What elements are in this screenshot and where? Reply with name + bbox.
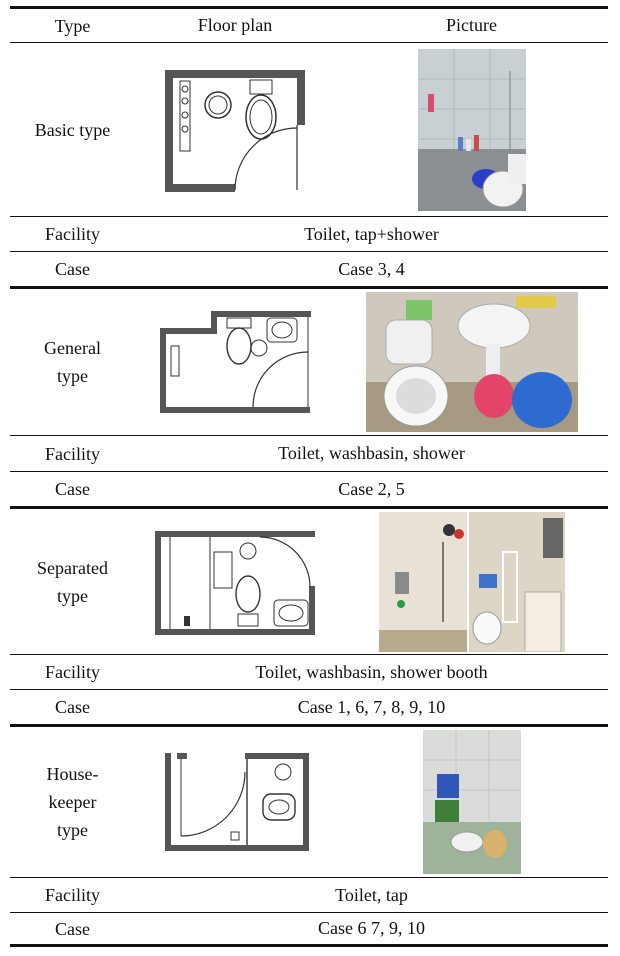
floor-plan-general — [135, 306, 335, 418]
type-label: Separated type — [10, 554, 135, 610]
facility-value: Toilet, washbasin, shower — [278, 443, 465, 463]
case-value: Case 2, 5 — [338, 478, 405, 499]
case-label: Case — [55, 918, 90, 939]
header-type: Type — [54, 15, 91, 36]
photo-basic — [335, 48, 608, 211]
header-picture: Picture — [446, 15, 497, 35]
table-row-general: General type — [10, 286, 608, 435]
case-value: Case 1, 6, 7, 8, 9, 10 — [297, 696, 446, 717]
table-row-facility: Facility Toilet, washbasin, shower booth — [10, 654, 608, 689]
floor-plan-drawing — [165, 753, 309, 851]
type-label: House- keeper type — [10, 760, 135, 844]
type-label-line: Separated — [37, 557, 108, 578]
case-label: Case — [55, 479, 90, 499]
table-row-case: Case Case 1, 6, 7, 8, 9, 10 — [10, 689, 608, 724]
photo-housekeeper — [335, 730, 608, 874]
floor-plan-housekeeper — [135, 748, 335, 856]
case-value: Case 6 7, 9, 10 — [318, 918, 425, 938]
table-row-facility: Facility Toilet, tap — [10, 877, 608, 912]
facility-label: Facility — [45, 885, 100, 905]
bathroom-photo — [365, 292, 578, 432]
table-row-facility: Facility Toilet, washbasin, shower — [10, 435, 608, 471]
type-label-line: General — [44, 338, 101, 358]
bathroom-type-table: Type Floor plan Picture Basic type — [10, 6, 608, 947]
table-header: Type Floor plan Picture — [10, 6, 608, 42]
type-label: General type — [10, 334, 135, 390]
floor-plan-drawing — [160, 311, 311, 413]
photo-separated — [335, 511, 608, 652]
table-row-facility: Facility Toilet, tap+shower — [10, 216, 608, 251]
facility-label: Facility — [45, 443, 100, 464]
case-label: Case — [55, 259, 90, 279]
floor-plan-separated — [135, 526, 335, 638]
type-label-line: Basic type — [34, 119, 111, 140]
bathroom-photo — [378, 511, 565, 652]
type-label-line: type — [57, 820, 88, 840]
type-label: Basic type — [10, 116, 135, 144]
case-label: Case — [55, 697, 90, 717]
table-row-case: Case Case 2, 5 — [10, 471, 608, 506]
type-label-line: keeper — [48, 792, 97, 812]
bathroom-photo — [417, 48, 526, 211]
facility-value: Toilet, tap+shower — [304, 223, 439, 244]
facility-value: Toilet, washbasin, shower booth — [255, 661, 488, 682]
bathroom-photo — [422, 730, 521, 874]
table-row-case: Case Case 3, 4 — [10, 251, 608, 286]
facility-label: Facility — [45, 662, 100, 682]
header-floor-plan: Floor plan — [197, 15, 273, 35]
type-label-line: House- — [46, 764, 99, 784]
floor-plan-drawing — [155, 530, 315, 635]
facility-value: Toilet, tap — [335, 884, 408, 905]
table-row-housekeeper: House- keeper type — [10, 724, 608, 877]
photo-general — [335, 292, 608, 432]
type-label-line: type — [57, 366, 88, 386]
type-label-line: type — [57, 585, 88, 606]
facility-label: Facility — [45, 224, 100, 244]
table-row-separated: Separated type — [10, 506, 608, 654]
table-row-case: Case Case 6 7, 9, 10 — [10, 912, 608, 947]
floor-plan-basic — [135, 65, 335, 195]
table-row-basic: Basic type — [10, 42, 608, 216]
floor-plan-drawing — [165, 69, 305, 192]
case-value: Case 3, 4 — [338, 258, 405, 279]
